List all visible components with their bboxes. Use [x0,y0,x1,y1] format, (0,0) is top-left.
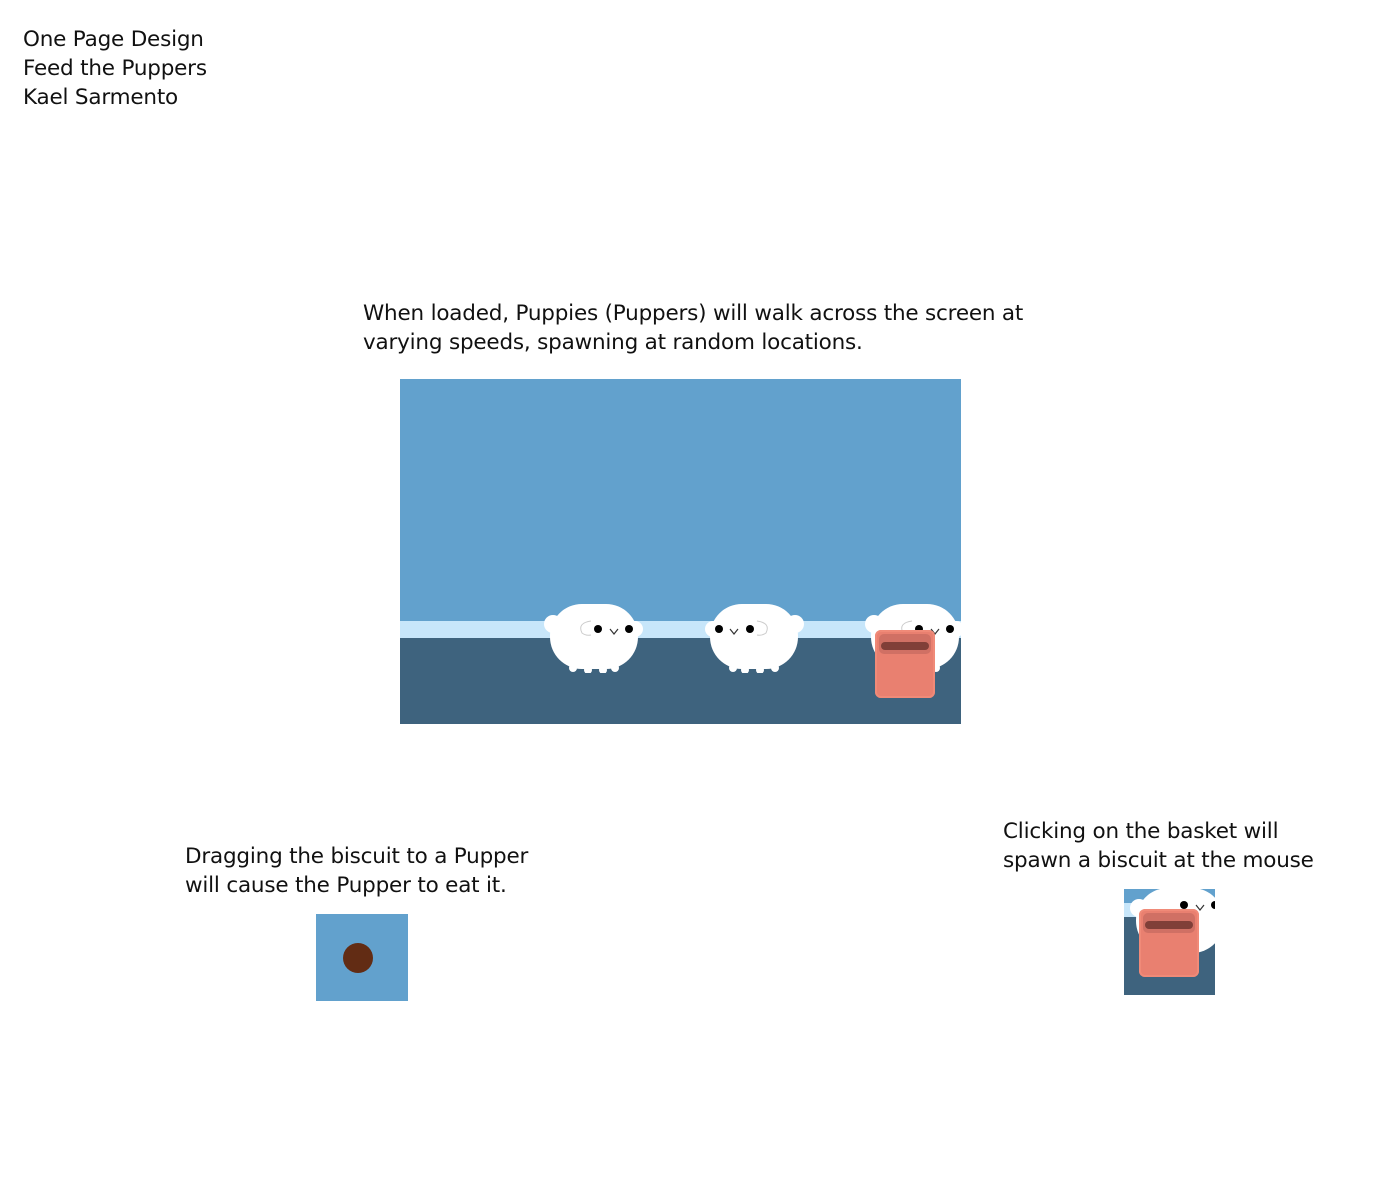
pupper-sprite [544,604,643,673]
doc-type: One Page Design [23,27,204,52]
intro-line-1: When loaded, Puppies (Puppers) will walk… [363,301,1024,326]
basket-thumbnail [1124,889,1215,995]
ground [400,638,961,724]
document-header: One Page Design Feed the Puppers Kael Sa… [23,25,207,112]
click-description: Clicking on the basket will spawn a bisc… [1003,817,1314,875]
basket-stripe [881,642,929,650]
biscuit-basket [875,630,935,698]
click-line-1: Clicking on the basket will [1003,819,1279,844]
intro-description: When loaded, Puppies (Puppers) will walk… [363,299,1023,357]
drag-description: Dragging the biscuit to a Pupper will ca… [185,842,528,900]
horizon-band [400,621,961,638]
drag-line-2: will cause the Pupper to eat it. [185,873,507,898]
game-scene-screenshot [400,379,961,724]
biscuit-basket [1139,909,1199,977]
pupper-sprite [705,604,804,673]
drag-line-1: Dragging the biscuit to a Pupper [185,844,529,869]
game-title: Feed the Puppers [23,56,207,81]
intro-line-2: varying speeds, spawning at random locat… [363,330,863,355]
author-name: Kael Sarmento [23,85,178,110]
biscuit-icon [343,943,373,973]
basket-stripe [1145,921,1193,929]
biscuit-thumbnail [316,914,408,1001]
click-line-2: spawn a biscuit at the mouse [1003,848,1314,873]
